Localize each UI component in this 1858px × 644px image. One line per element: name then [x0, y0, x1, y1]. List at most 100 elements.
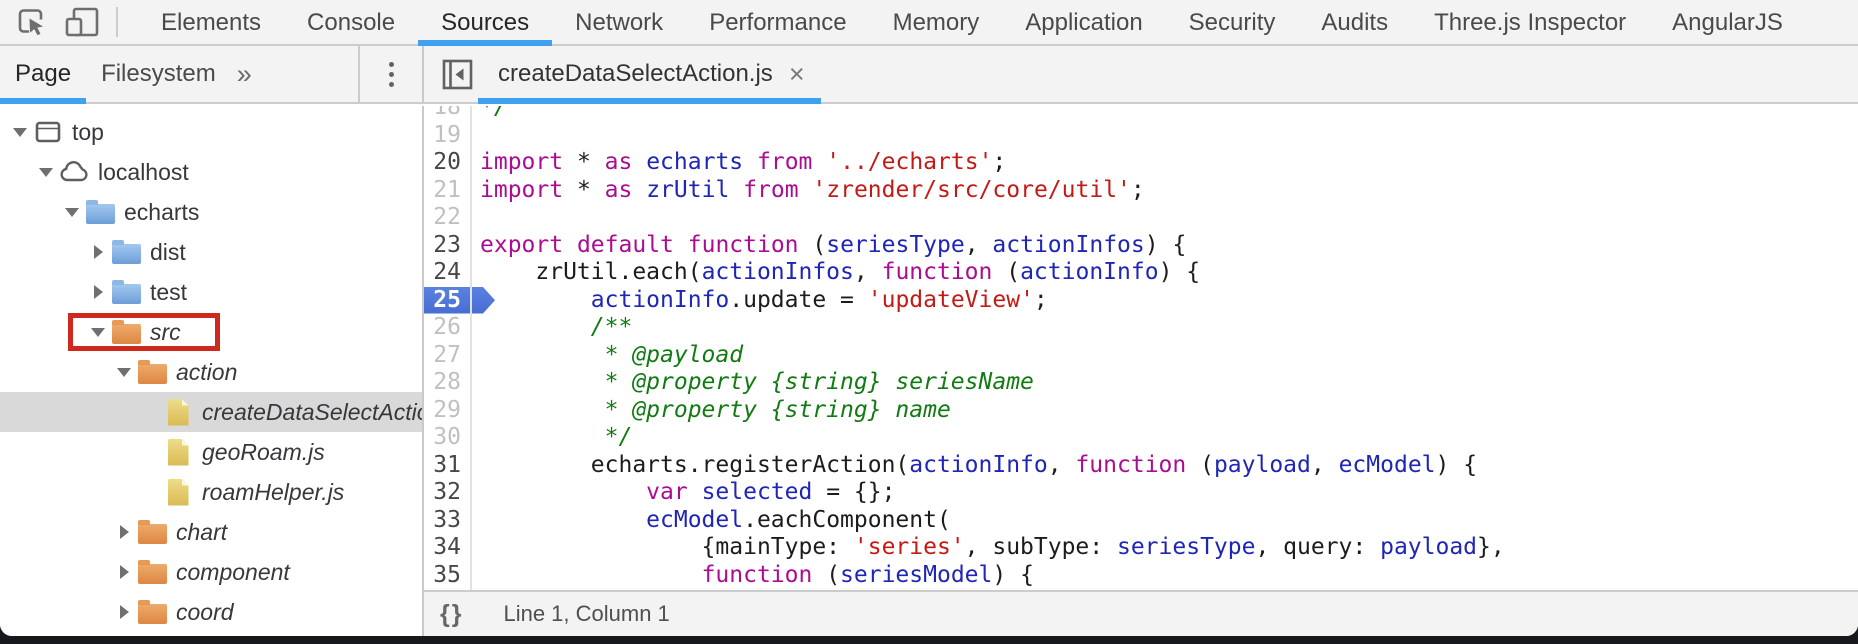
line-number[interactable]: 18	[433, 106, 461, 120]
chevron-right-icon[interactable]	[112, 525, 136, 539]
chevron-down-icon[interactable]	[34, 167, 58, 177]
line-number[interactable]: 22	[433, 204, 461, 230]
tree-item-roamhelper-js[interactable]: roamHelper.js	[0, 472, 422, 512]
line-number[interactable]: 34	[433, 534, 461, 560]
file-icon	[162, 478, 194, 506]
tree-item-coord[interactable]: coord	[0, 592, 422, 632]
code-text: * @payload	[480, 341, 744, 368]
line-number[interactable]: 28	[433, 369, 461, 395]
line-number[interactable]: 32	[433, 479, 461, 505]
tree-item-src[interactable]: src	[0, 312, 422, 352]
navigator-tab-page[interactable]: Page	[0, 46, 87, 104]
tree-item-test[interactable]: test	[0, 272, 422, 312]
line-number[interactable]: 30	[433, 424, 461, 450]
code-text: echarts.registerAction(actionInfo, funct…	[480, 451, 1478, 478]
tab-console[interactable]: Console	[307, 9, 396, 36]
code-line-26[interactable]: 26 /**	[424, 314, 1858, 342]
navigator-overflow-chevrons[interactable]: »	[236, 58, 252, 89]
code-line-18[interactable]: 18*/	[424, 106, 1858, 122]
tree-item-component[interactable]: component	[0, 552, 422, 592]
code-line-32[interactable]: 32 var selected = {};	[424, 479, 1858, 507]
tab-performance[interactable]: Performance	[709, 9, 847, 36]
inspect-element-icon[interactable]	[14, 4, 50, 40]
code-text: */	[480, 424, 633, 450]
chevron-down-icon[interactable]	[60, 207, 84, 217]
line-number[interactable]: 20	[433, 149, 461, 175]
tab-audits[interactable]: Audits	[1321, 9, 1389, 36]
device-toolbar-icon[interactable]	[64, 4, 100, 40]
code-line-30[interactable]: 30 */	[424, 424, 1858, 452]
chevron-down-icon[interactable]	[8, 127, 32, 137]
tab-sources[interactable]: Sources	[418, 0, 553, 46]
navigator-tab-filesystem[interactable]: Filesystem	[101, 60, 216, 87]
folder-orange-icon	[136, 358, 168, 386]
line-number[interactable]: 26	[433, 314, 461, 340]
main-toolbar: Elements Console Sources Network Performance…	[0, 0, 1858, 46]
line-number[interactable]: 31	[433, 451, 461, 478]
tree-item-localhost[interactable]: localhost	[0, 152, 422, 192]
code-line-29[interactable]: 29 * @property {string} name	[424, 397, 1858, 425]
code-line-25[interactable]: 25 actionInfo.update = 'updateView';	[424, 287, 1858, 315]
tab-application[interactable]: Application	[1025, 9, 1143, 36]
code-line-31[interactable]: 31 echarts.registerAction(actionInfo, fu…	[424, 452, 1858, 480]
line-number[interactable]: 23	[433, 231, 461, 258]
annotation-red-box	[68, 313, 220, 351]
code-line-35[interactable]: 35 function (seriesModel) {	[424, 562, 1858, 590]
tab-close-icon[interactable]: ×	[788, 58, 805, 89]
tree-item-chart[interactable]: chart	[0, 512, 422, 552]
chevron-down-icon[interactable]	[112, 367, 136, 377]
file-icon	[162, 398, 194, 426]
tree-item-action[interactable]: action	[0, 352, 422, 392]
code-text: zrUtil.each(actionInfos, function (actio…	[480, 259, 1201, 285]
code-line-28[interactable]: 28 * @property {string} seriesName	[424, 369, 1858, 397]
line-number[interactable]: 19	[433, 121, 461, 148]
chevron-right-icon[interactable]	[112, 605, 136, 619]
code-line-27[interactable]: 27 * @payload	[424, 342, 1858, 370]
code-text: ecModel.eachComponent(	[646, 506, 951, 533]
chevron-right-icon[interactable]	[86, 285, 110, 299]
line-number[interactable]: 35	[433, 561, 461, 588]
chevron-right-icon[interactable]	[112, 565, 136, 579]
line-number[interactable]: 24	[433, 259, 461, 285]
code-line-19[interactable]: 19	[424, 122, 1858, 150]
triangle	[119, 605, 129, 619]
tree-item-georoam-js[interactable]: geoRoam.js	[0, 432, 422, 472]
triangle	[119, 565, 129, 579]
folder-glyph	[137, 519, 167, 544]
triangle	[65, 207, 79, 217]
pretty-print-icon[interactable]: {}	[440, 599, 464, 628]
tab-angularjs[interactable]: AngularJS	[1672, 9, 1783, 36]
tree-item-echarts[interactable]: echarts	[0, 192, 422, 232]
line-number[interactable]: 21	[433, 176, 461, 203]
chevron-right-icon[interactable]	[86, 245, 110, 259]
tab-security[interactable]: Security	[1188, 9, 1276, 36]
tree-item-createdataselectaction-js[interactable]: createDataSelectAction.js	[0, 392, 422, 432]
tree-item-top[interactable]: top	[0, 112, 422, 152]
code-text: * @property {string} name	[480, 396, 951, 423]
code-line-34[interactable]: 34 {mainType: 'series', subType: seriesT…	[424, 534, 1858, 562]
tab-network[interactable]: Network	[575, 9, 664, 36]
hide-navigator-icon[interactable]	[440, 57, 474, 91]
tab-three-js-inspector[interactable]: Three.js Inspector	[1434, 9, 1627, 36]
code-line-22[interactable]: 22	[424, 204, 1858, 232]
editor-tab-createdataselectaction[interactable]: createDataSelectAction.js ×	[478, 46, 821, 104]
chevron-down-icon[interactable]	[86, 327, 110, 337]
tab-elements[interactable]: Elements	[161, 9, 262, 36]
code-line-33[interactable]: 33 ecModel.eachComponent(	[424, 507, 1858, 535]
line-number[interactable]: 27	[433, 341, 461, 368]
line-number[interactable]: 33	[433, 506, 461, 533]
folder-orange-icon	[110, 318, 142, 346]
code-line-24[interactable]: 24 zrUtil.each(actionInfos, function (ac…	[424, 259, 1858, 287]
breakpoint-marker[interactable]: 25	[424, 287, 470, 315]
tab-memory[interactable]: Memory	[892, 9, 980, 36]
line-number[interactable]: 29	[433, 396, 461, 423]
folder-blue-icon	[84, 198, 116, 226]
tree-item-dist[interactable]: dist	[0, 232, 422, 272]
tree-item-label: top	[72, 118, 104, 145]
triangle	[117, 367, 131, 377]
navigator-more-menu-icon[interactable]	[358, 46, 422, 102]
